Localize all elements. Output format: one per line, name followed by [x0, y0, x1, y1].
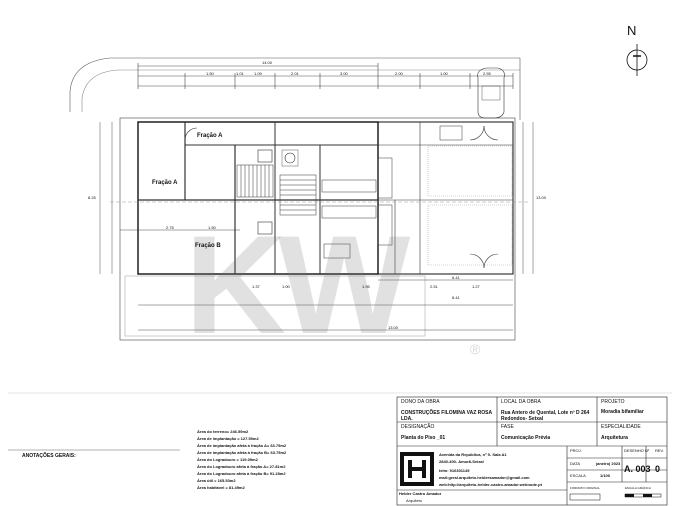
dim-mid-6: 2.51	[430, 284, 438, 289]
dono-value: CONSTRUÇÕES FILOMINA VAZ ROSA LDA.	[401, 410, 492, 422]
dim-overall-top: 14.00	[262, 60, 273, 65]
dim-mid-4: 1.00	[282, 284, 290, 289]
escala-value: 1/100	[600, 473, 611, 478]
area-line: Área habitável = 81.49m2	[197, 485, 245, 490]
address-line2: 2840-400- Amorã-Seixal	[439, 459, 484, 464]
fase-label: FASE	[501, 424, 514, 430]
designacao-value: Planta do Piso _01	[401, 435, 446, 441]
rev-label: REV.	[655, 448, 664, 453]
drawing-number: A. 003	[624, 464, 651, 474]
dim-mid-2: 1.50	[208, 225, 216, 230]
fase-value: Comunicação Prévia	[501, 435, 551, 441]
email: mail:geral.arquiteto.heldersamador@gmail…	[439, 475, 530, 480]
annotations-title: ANOTAÇÕES GERAIS:	[22, 453, 76, 459]
formato-label: FORMATO ORIGINAL	[570, 486, 600, 490]
graphic-scale	[569, 493, 662, 501]
north-arrow	[626, 44, 648, 76]
dono-label: DONO DA OBRA	[401, 399, 440, 405]
dim-left-side: 8.25	[88, 195, 96, 200]
room-label-fracao-a-left: Fração A	[152, 180, 178, 186]
dim-mid-5: 1.95	[362, 284, 370, 289]
escala-grafica-label: ESCALA GRÁFICA	[625, 486, 651, 490]
data-label: DATA	[570, 461, 581, 466]
projeto-value: Moradia bifamiliar	[601, 409, 644, 415]
designacao-label: DESIGNAÇÃO	[401, 424, 435, 430]
area-line: Área de implantação afeta à fração B= 63…	[197, 450, 287, 455]
title-block-frame	[396, 396, 668, 506]
dim-top-8: 2.55	[483, 71, 491, 76]
dim-top-5: 3.00	[340, 71, 348, 76]
local-value: Rua Antero de Quental, Lote nº D 264 Red…	[501, 410, 590, 422]
website: web:http://arquiteto-helder-castro-amado…	[439, 482, 542, 487]
revision-number: 0	[655, 464, 661, 474]
room-label-fracao-b: Fração B	[195, 243, 221, 249]
dim-mid-7: 1.27	[472, 284, 480, 289]
escala-label: ESCALA	[570, 473, 586, 478]
architect-role: Arquiteto	[406, 498, 423, 503]
watermark: KW	[185, 206, 410, 363]
dim-mid-8: 6.41	[452, 275, 460, 280]
dim-top-7: 1.00	[440, 71, 448, 76]
especialidade-value: Arquitetura	[601, 435, 628, 441]
data-value: janeiro| 2023	[596, 461, 621, 466]
area-line: Área do Logradouro = 119.09m2	[197, 457, 258, 462]
dim-top-3: 1.09	[254, 71, 262, 76]
projeto-label: PROJETO	[601, 399, 625, 405]
area-line: Área do terreno= 246.59m2	[197, 429, 249, 434]
local-label: LOCAL DA OBRA	[501, 399, 541, 405]
north-letter: N	[627, 23, 637, 38]
dim-right-side: 13.00	[536, 195, 547, 200]
phone: telm: 916301145	[439, 468, 470, 473]
dim-mid-1: 2.75	[166, 225, 174, 230]
dim-top-2: 1.01	[236, 71, 244, 76]
area-line: Área do Logradouro afeta à fração B= 91.…	[197, 471, 286, 476]
especialidade-label: ESPECIALIDADE	[601, 424, 641, 430]
dim-bottom: 13.00	[388, 325, 399, 330]
dim-top-1: 1.50	[206, 71, 214, 76]
dim-top-4: 2.01	[291, 71, 299, 76]
area-line: Área de implantação = 127.50m2	[197, 436, 259, 441]
area-line: Área útil = 165.53m2	[197, 478, 236, 483]
architect-logo	[400, 452, 434, 486]
dim-mid-3: 1.37	[252, 284, 260, 289]
architect-name: Helder Castro Amador	[399, 491, 442, 496]
dim-top-6: 2.00	[395, 71, 403, 76]
room-label-fracao-a-top: Fração A	[197, 133, 223, 139]
desenho-label: DESENHO Nº	[624, 448, 650, 453]
watermark-registered: ®	[470, 341, 481, 357]
address-line1: Avenida da República, nº 5- Sala A1	[439, 452, 507, 457]
area-line: Área de implantação afeta à fração A= 63…	[197, 443, 287, 448]
dim-mid-9: 8.41	[452, 295, 460, 300]
area-line: Área do Logradouro afeta à fração A= 27.…	[197, 464, 286, 469]
proj-label: PROJ.	[570, 448, 582, 453]
